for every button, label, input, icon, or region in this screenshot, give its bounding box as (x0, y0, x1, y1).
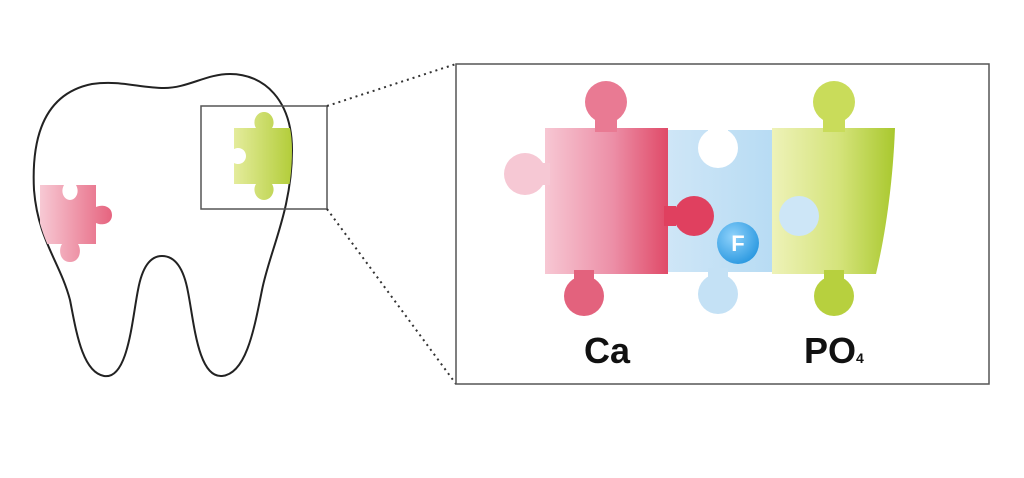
fluoride-piece-bottom-knob (698, 274, 738, 314)
zoom-panel: F Ca PO4 (455, 63, 990, 385)
calcium-piece-right-knob (674, 196, 714, 236)
fluoride-piece-top-notch (698, 128, 738, 168)
zoom-indicator (200, 63, 457, 385)
zoom-line-bottom (326, 208, 457, 385)
zoom-source-box (200, 105, 328, 210)
phosphate-label-main: PO (804, 330, 856, 371)
calcium-piece-bottom-knob (564, 276, 604, 316)
phosphate-piece-body (772, 128, 895, 274)
calcium-piece-top-knob (585, 81, 627, 123)
fluoride-label: F (731, 231, 744, 256)
fluoride-badge: F (717, 222, 759, 264)
phosphate-piece-bottom-knob (814, 276, 854, 316)
phosphate-label: PO4 (804, 330, 864, 371)
tooth-calcium-piece (40, 185, 112, 262)
phosphate-piece-left-notch (779, 196, 819, 236)
phosphate-label-subscript: 4 (856, 350, 864, 366)
calcium-piece-left-knob (504, 153, 546, 195)
tooth-outline (32, 72, 294, 378)
calcium-label: Ca (584, 330, 631, 371)
phosphate-puzzle-piece (772, 81, 895, 316)
tooth-icon (32, 72, 294, 378)
calcium-piece-body (545, 128, 668, 274)
zoom-line-top (326, 63, 457, 107)
calcium-puzzle-piece (504, 81, 714, 316)
phosphate-piece-top-knob (813, 81, 855, 123)
circle-badge-icon (717, 222, 759, 264)
tooth-phosphate-piece (234, 112, 292, 200)
